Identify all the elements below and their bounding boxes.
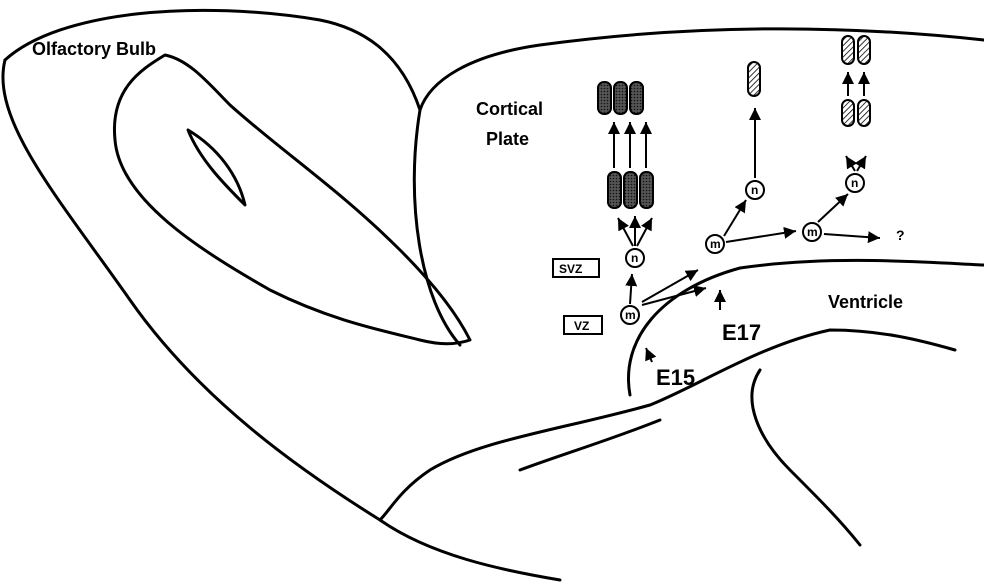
arrow-n-to-clusters-r: [637, 218, 652, 246]
cortical-plate-label-line1: Cortical: [476, 99, 543, 119]
lower-contour-2: [520, 420, 660, 470]
arrow-m1-to-n-middle: [724, 200, 746, 236]
cortical-plate-label-line2: Plate: [486, 129, 529, 149]
arrow-m2-unknown: [824, 234, 880, 238]
svg-text:n: n: [751, 183, 758, 197]
cell-m-stream-1: m: [706, 235, 724, 253]
ventricle-lower: [650, 330, 955, 405]
olfactory-bulb-label: Olfactory Bulb: [32, 39, 156, 59]
lower-contour-1: [752, 370, 860, 545]
outer-lower-outline: [3, 60, 560, 580]
arrow-n-to-clusters-l: [618, 218, 633, 246]
cell-n-svz: n: [626, 249, 644, 267]
cell-n-right: n: [846, 174, 864, 192]
arrow-m2-to-n-right: [818, 194, 848, 222]
arrow-n-right-up-l: [846, 156, 855, 171]
unknown-fate-label: ?: [896, 227, 905, 243]
dark-cell-cluster-lower: [608, 172, 653, 208]
arrow-n-right-up-r: [857, 156, 866, 171]
right-hatched-pair-upper: [842, 36, 870, 64]
svz-label: SVZ: [559, 262, 582, 276]
e15-label: E15: [656, 365, 695, 390]
e15-arrow: [646, 348, 652, 362]
right-hatched-pair-lower: [842, 100, 870, 126]
arrow-vz-to-svz: [630, 274, 632, 304]
cell-m-stream-2: m: [803, 223, 821, 241]
svg-text:n: n: [851, 176, 858, 190]
arrow-m1-to-m2: [726, 231, 796, 242]
rostral-stream-lower: [380, 405, 650, 520]
e17-label: E17: [722, 320, 761, 345]
cell-n-middle: n: [746, 181, 764, 199]
cell-m-vz: m: [621, 306, 639, 324]
olfactory-ventricle-lens: [188, 130, 245, 205]
dark-cell-cluster-upper: [598, 82, 643, 114]
ventricle-label: Ventricle: [828, 292, 903, 312]
middle-hatched-cell: [748, 62, 760, 96]
outer-brain-outline: [5, 10, 984, 110]
svg-text:m: m: [625, 308, 636, 322]
vz-label: VZ: [574, 319, 589, 333]
svg-text:m: m: [807, 225, 818, 239]
svg-text:m: m: [710, 237, 721, 251]
svg-text:n: n: [631, 251, 638, 265]
